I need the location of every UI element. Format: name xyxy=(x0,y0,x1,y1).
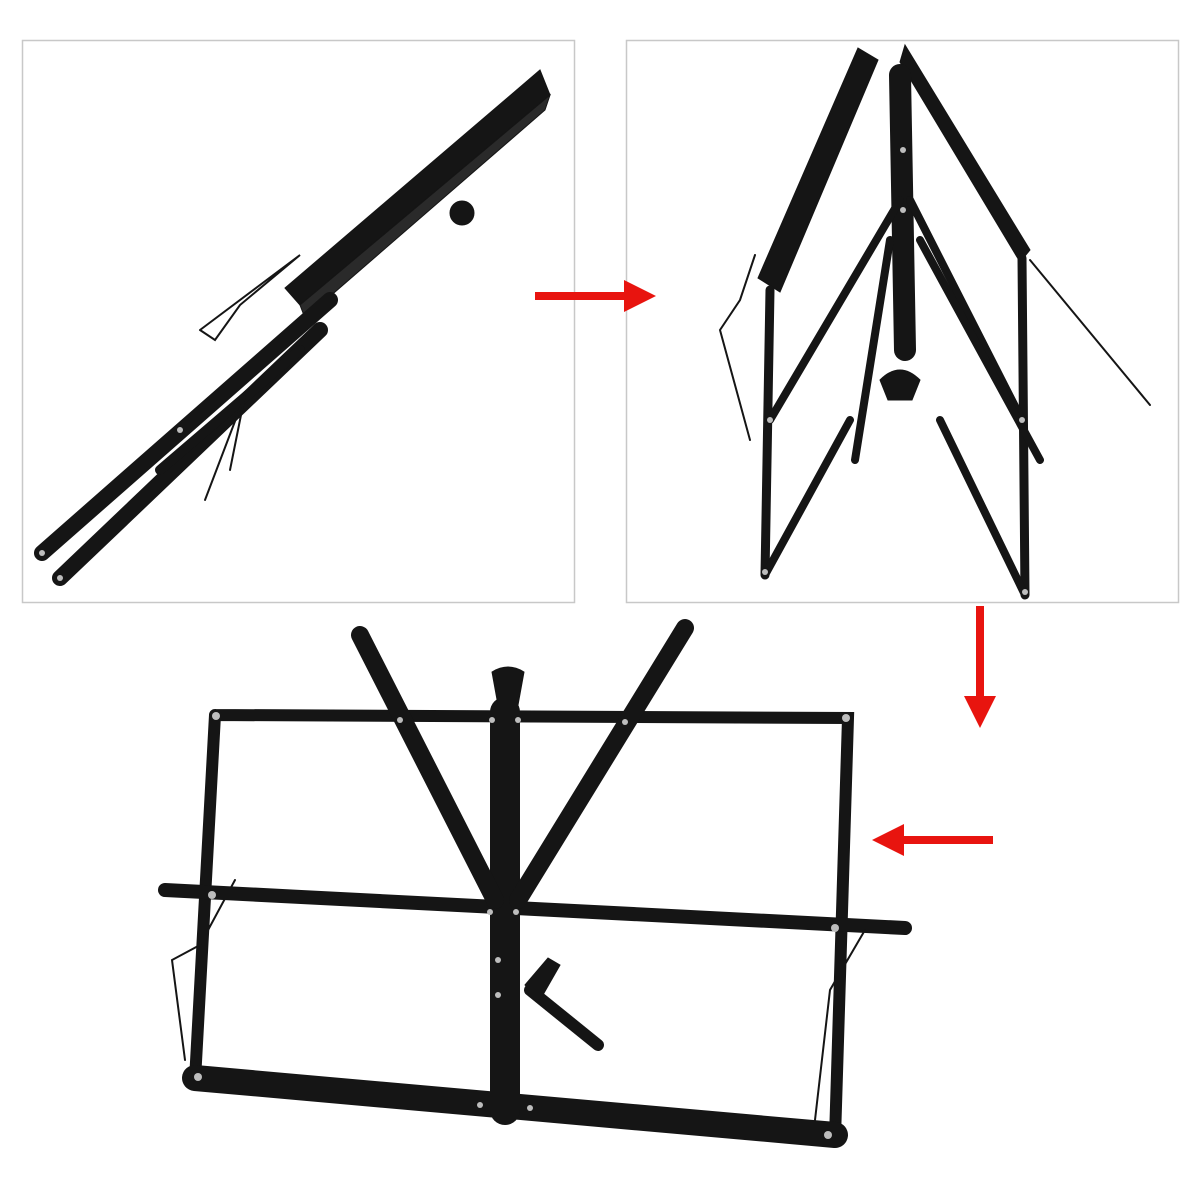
folded-stand xyxy=(34,69,552,586)
panel-half-open xyxy=(625,39,1180,604)
half-open-stand xyxy=(718,43,1151,600)
panel-folded xyxy=(21,39,576,604)
open-stand-desk xyxy=(158,619,912,1148)
